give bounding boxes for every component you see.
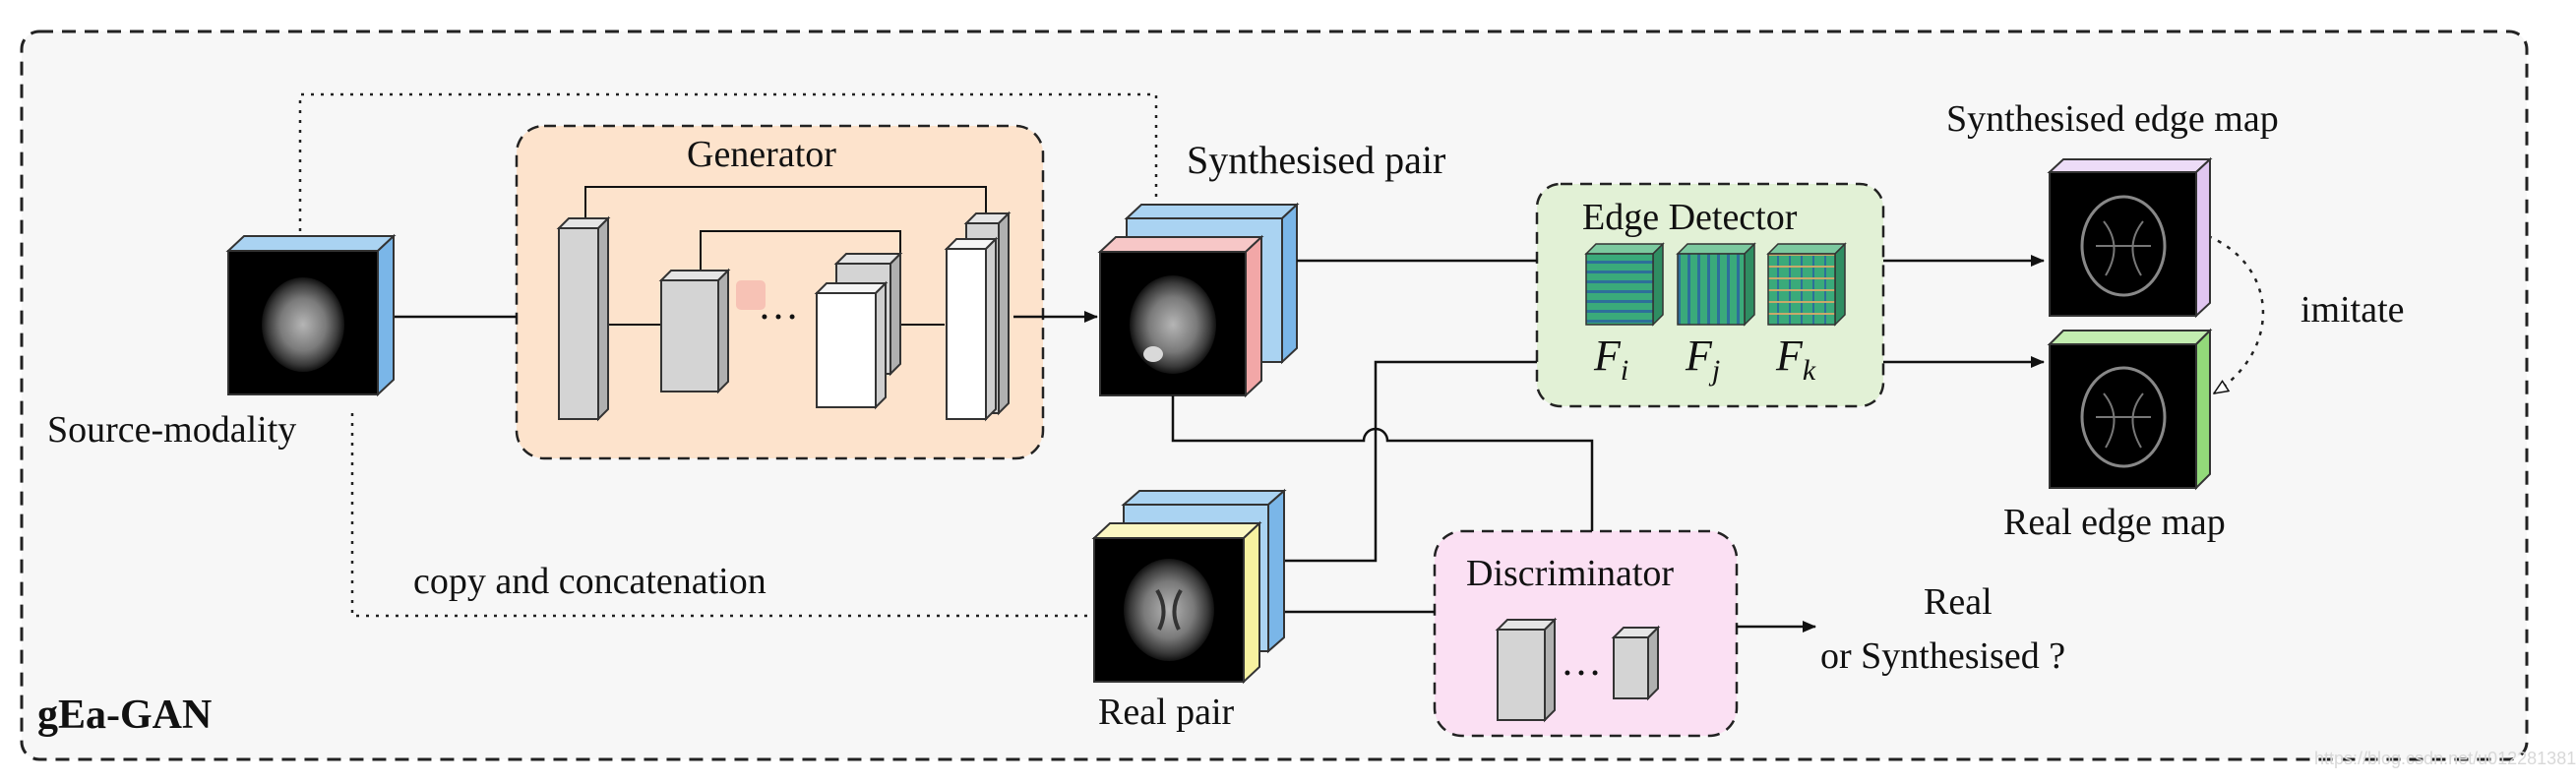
- generator-ellipsis: …: [758, 283, 799, 329]
- filter-label-k: Fk: [1776, 332, 1816, 387]
- generator-box: [515, 124, 1045, 460]
- real-edge-map: [2047, 328, 2213, 491]
- output-label-synthesised: or Synthesised ?: [1820, 635, 2066, 677]
- source-modality-cube: [225, 233, 397, 397]
- filter-subscript-k: k: [1802, 353, 1816, 387]
- synthesised-pair-cubes: [1097, 202, 1300, 398]
- filter-subscript-i: i: [1620, 353, 1629, 387]
- filter-subscript-j: j: [1711, 353, 1721, 387]
- output-label-real: Real: [1924, 581, 1993, 623]
- synthesised-edge-map: [2047, 156, 2213, 319]
- source-modality-label: Source-modality: [47, 409, 297, 451]
- discriminator-layers: [1495, 617, 1661, 723]
- real-pair-cubes: [1091, 488, 1287, 685]
- discriminator-ellipsis: …: [1561, 639, 1602, 685]
- filter-label-j: Fj: [1686, 332, 1721, 387]
- edge-detector-label: Edge Detector: [1582, 197, 1798, 238]
- real-edge-map-label: Real edge map: [2003, 502, 2226, 543]
- generator-label: Generator: [687, 134, 836, 175]
- watermark: https://blog.csdn.net/u012281381: [2314, 749, 2576, 768]
- diagram-title: gEa-GAN: [37, 693, 213, 738]
- filter-cubes: [1584, 242, 1847, 327]
- filter-label-i: Fi: [1594, 332, 1629, 387]
- generator-layers: [556, 186, 1012, 422]
- synthesised-pair-label: Synthesised pair: [1187, 138, 1446, 182]
- copy-concat-label: copy and concatenation: [413, 561, 767, 602]
- imitate-label: imitate: [2300, 289, 2405, 331]
- discriminator-label: Discriminator: [1466, 553, 1675, 594]
- real-pair-label: Real pair: [1098, 692, 1235, 733]
- synthesised-edge-map-label: Synthesised edge map: [1946, 98, 2279, 140]
- real-to-edge-line: [1245, 360, 1537, 563]
